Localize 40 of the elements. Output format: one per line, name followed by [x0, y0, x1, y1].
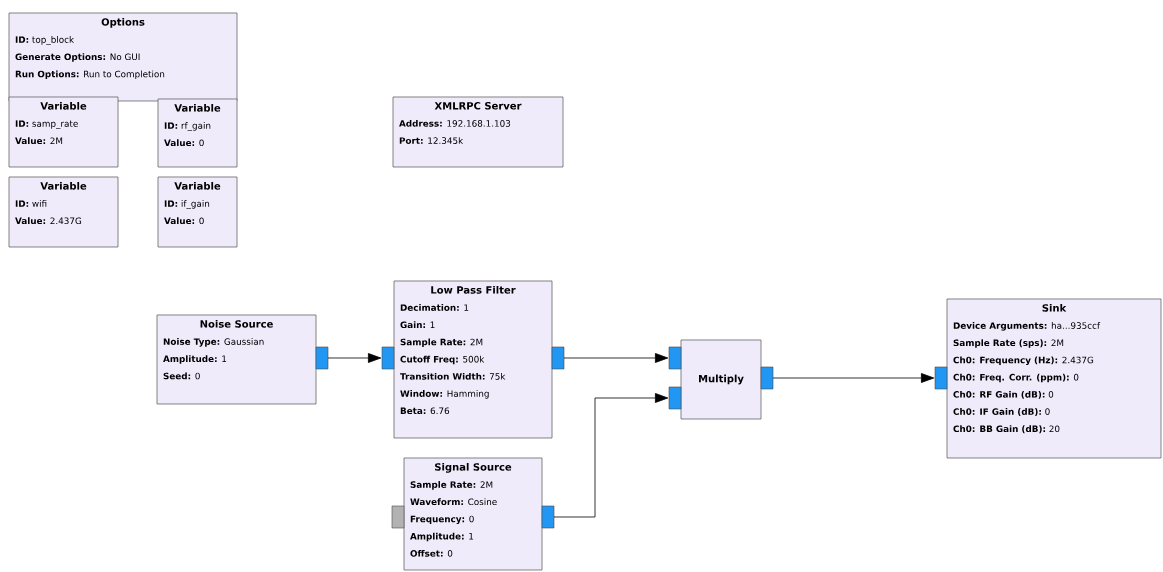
node-label: Signal Source: [435, 462, 512, 473]
node-label: Sample Rate (sps): 2M: [953, 339, 1064, 348]
node-label: Cutoff Freq: 500k: [400, 355, 485, 365]
node-label: Offset: 0: [410, 549, 453, 557]
node-label: Ch0: RF Gain (dB): 0: [953, 390, 1054, 399]
node-label: Sample Rate: 2M: [400, 338, 483, 348]
node-label: Low Pass Filter: [431, 285, 516, 294]
node-label: Ch0: Frequency (Hz): 2.437G: [953, 356, 1094, 366]
node-label: Ch0: Freq. Corr. (ppm): 0: [953, 373, 1079, 383]
node-label: Transition Width: 75k: [400, 372, 506, 380]
node-label: Gain: 1: [400, 321, 435, 329]
block-box: Variable ID: samp_rate Value: 2M: [8, 96, 119, 168]
block-box: Low Pass Filter Decimation: 1 Gain: 1 Sample Rate: 2M Cutoff Freq: 500k Transition Width: 75k Window: Hamming Beta: 6.76: [393, 280, 553, 439]
block-box: Signal Source Sample Rate: 2M Waveform: Cosine Frequency: 0 Amplitude: 1 Offset: 0: [403, 457, 543, 571]
node-label: Seed: 0: [163, 372, 200, 380]
arrow: [563, 353, 669, 363]
block-box: Noise Source Noise Type: Gaussian Amplitude: 1 Seed: 0: [156, 314, 317, 405]
node-label: Ch0: BB Gain (dB): 20: [953, 425, 1060, 434]
node-label: Amplitude: 1: [163, 355, 227, 364]
node-label: Frequency: 0: [410, 515, 474, 525]
block-box: Sink Device Arguments: ha...935ccf Sample Rate (sps): 2M Ch0: Frequency (Hz): 2.437G Ch0: Freq. Corr. (ppm): 0 Ch0: RF Gain (dB): 0 Ch0: IF Gain (dB): 0 Ch0: BB Gain (dB): 20: [946, 298, 1162, 459]
node-label: Noise Type: Gaussian: [163, 338, 264, 347]
block-box: Variable ID: rf_gain Value: 0: [157, 98, 238, 168]
arrow: [553, 393, 669, 518]
arrow: [327, 353, 382, 363]
block-box: XMLRPC Server Address: 192.168.1.103 Port: 12.345k: [392, 96, 564, 168]
node-label: Ch0: IF Gain (dB): 0: [953, 408, 1050, 416]
arrow: [772, 373, 935, 383]
node-label: Amplitude: 1: [410, 532, 474, 542]
node-label: Sink: [1042, 303, 1067, 312]
node-label: Noise Source: [200, 319, 273, 328]
node-label: Window: Hamming: [400, 390, 489, 399]
node-label: Beta: 6.76: [400, 407, 450, 415]
node-label: Device Arguments: ha...935ccf: [953, 322, 1101, 331]
node-label: Decimation: 1: [400, 304, 469, 311]
block-box: Variable ID: if_gain Value: 0: [157, 176, 238, 248]
block-box: Multiply: [680, 339, 762, 420]
block-box: Variable ID: wifi Value: 2.437G: [8, 176, 119, 248]
node-label: Waveform: Cosine: [410, 498, 497, 506]
node-label: Sample Rate: 2M: [410, 481, 493, 490]
